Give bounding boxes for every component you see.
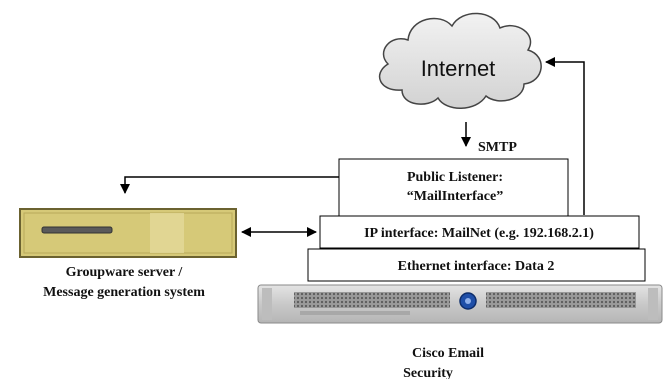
smtp-label: SMTP (478, 140, 517, 155)
groupware-label-line1: Groupware server / (66, 265, 184, 280)
ethernet-interface-box: Ethernet interface: Data 2 (307, 248, 646, 282)
listener-title: Public Listener: (407, 170, 503, 185)
appliance-label-line2: Security (403, 366, 453, 379)
appliance-vent-left (294, 292, 450, 308)
outbound-arrow (545, 57, 585, 215)
internet-cloud: Internet (378, 12, 542, 109)
ethernet-interface-label: Ethernet interface: Data 2 (398, 259, 555, 274)
groupware-server (19, 208, 237, 258)
appliance-vent-right (486, 292, 636, 308)
ip-interface-label: IP interface: MailNet (e.g. 192.168.2.1) (364, 226, 594, 241)
ip-interface-box: IP interface: MailNet (e.g. 192.168.2.1) (319, 215, 640, 249)
public-listener-box: Public Listener: “MailInterface” (338, 158, 569, 217)
internet-label: Internet (421, 56, 496, 81)
email-security-appliance (257, 284, 663, 324)
listener-to-server-arrow (120, 176, 339, 194)
appliance-label-line1: Cisco Email (412, 346, 484, 361)
groupware-label-line2: Message generation system (43, 285, 205, 300)
listener-name: “MailInterface” (407, 189, 503, 204)
